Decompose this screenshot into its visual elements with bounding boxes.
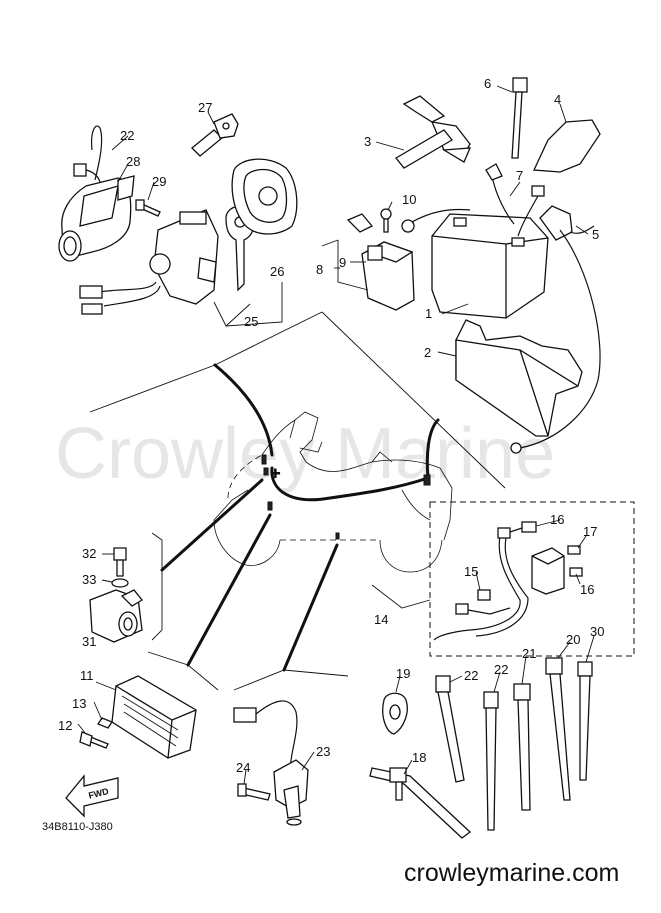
callout-16a: 16 bbox=[550, 512, 564, 527]
battery-group bbox=[321, 77, 601, 454]
callout-13: 13 bbox=[72, 696, 86, 711]
callout-labels: 1 2 3 4 5 6 7 8 9 10 11 12 13 14 15 16 1… bbox=[58, 76, 604, 775]
callout-27: 26 bbox=[270, 264, 284, 279]
callout-14: 14 bbox=[374, 612, 388, 627]
callout-1: 1 bbox=[425, 306, 432, 321]
callout-16b: 16 bbox=[580, 582, 594, 597]
callout-18: 18 bbox=[412, 750, 426, 765]
callout-23: 22 bbox=[120, 128, 134, 143]
callout-12: 12 bbox=[58, 718, 72, 733]
callout-15: 15 bbox=[464, 564, 478, 579]
callout-32: 31 bbox=[82, 634, 96, 649]
main-switch-group bbox=[58, 113, 298, 327]
callout-20: 20 bbox=[566, 632, 580, 647]
callout-8: 8 bbox=[316, 262, 323, 277]
callout-3: 3 bbox=[364, 134, 371, 149]
site-url[interactable]: crowleymarine.com bbox=[404, 859, 619, 887]
callout-5: 5 bbox=[592, 227, 599, 242]
fwd-label: FWD bbox=[87, 786, 110, 801]
callout-7: 7 bbox=[516, 168, 523, 183]
callout-17: 17 bbox=[583, 524, 597, 539]
callout-34: 33 bbox=[82, 572, 96, 587]
callout-30: 29 bbox=[152, 174, 166, 189]
callout-2: 2 bbox=[424, 345, 431, 360]
callout-28: 27 bbox=[198, 100, 212, 115]
callout-4: 4 bbox=[554, 92, 561, 107]
callout-26: 25 bbox=[244, 314, 258, 329]
sensor-24-group bbox=[233, 700, 309, 826]
callout-33: 32 bbox=[82, 546, 96, 561]
callout-31: 30 bbox=[590, 624, 604, 639]
diagram-code: 34B8110-J380 bbox=[42, 821, 113, 833]
watermark-text: Crowley Marine bbox=[55, 414, 555, 494]
rectifier-group bbox=[79, 675, 197, 759]
callout-22: 22 bbox=[494, 662, 508, 677]
callout-10: 10 bbox=[402, 192, 416, 207]
callout-11: 11 bbox=[80, 668, 94, 683]
callout-9: 9 bbox=[339, 255, 346, 270]
callout-29: 28 bbox=[126, 154, 140, 169]
callout-19: 19 bbox=[396, 666, 410, 681]
forward-direction-arrow: FWD bbox=[65, 774, 119, 818]
callout-21: 21 bbox=[522, 646, 536, 661]
callout-leaders bbox=[77, 85, 595, 785]
callout-25: 24 bbox=[236, 760, 250, 775]
svg-text:✚: ✚ bbox=[270, 466, 281, 481]
group-leader-lines bbox=[89, 311, 506, 691]
wire-harness-box bbox=[429, 501, 635, 657]
wire-harness-group bbox=[433, 521, 583, 641]
callout-24: 23 bbox=[316, 744, 330, 759]
callout-23-tie: 22 bbox=[464, 668, 478, 683]
sensor-32-group bbox=[89, 547, 143, 643]
cable-ties-group bbox=[369, 657, 593, 839]
location-marks: ✚ bbox=[261, 454, 431, 540]
callout-6: 6 bbox=[484, 76, 491, 91]
motorcycle-outline bbox=[213, 411, 453, 573]
